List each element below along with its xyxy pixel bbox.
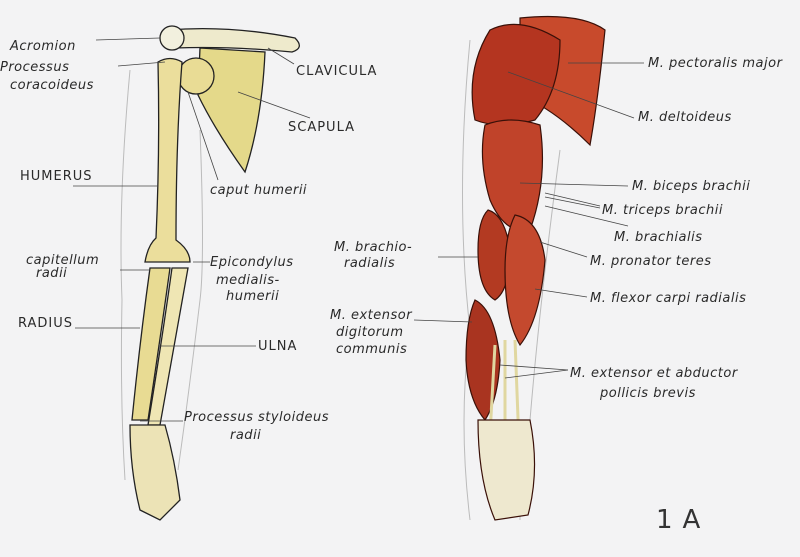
label-epicondylus-2: medialis-	[216, 273, 280, 288]
label-ulna: ULNA	[258, 339, 298, 354]
hand-right	[477, 419, 536, 521]
skeleton-arm	[120, 25, 300, 521]
humeral-head	[177, 57, 215, 95]
page-number: 1A	[656, 505, 711, 535]
label-extensor-pollicis-1: M. extensor et abductor	[570, 366, 738, 381]
label-humerus: HUMERUS	[20, 169, 93, 184]
humerus	[144, 57, 191, 263]
label-processus-coracoideus-2: coracoideus	[10, 78, 94, 93]
label-triceps: M. triceps brachii	[602, 203, 724, 218]
label-caput-humerii: caput humerii	[210, 183, 308, 198]
label-biceps: M. biceps brachii	[632, 179, 751, 194]
label-brachialis: M. brachialis	[614, 230, 703, 245]
label-brachioradialis-2: radialis	[344, 256, 396, 271]
arm-outline	[120, 69, 203, 481]
label-capitellum-1: capitellum	[26, 253, 100, 268]
forearm-flexors	[504, 214, 546, 347]
label-pectoralis-major: M. pectoralis major	[648, 56, 783, 71]
label-scapula: SCAPULA	[288, 120, 356, 135]
leader-lines	[73, 37, 644, 422]
label-flexor-carpi-radialis: M. flexor carpi radialis	[590, 291, 747, 306]
label-epicondylus-1: Epicondylus	[210, 255, 294, 270]
label-brachioradialis-1: M. brachio-	[334, 240, 413, 255]
label-capitellum-2: radii	[36, 266, 68, 281]
label-extensor-digitorum-1: M. extensor	[330, 308, 413, 323]
label-extensor-digitorum-2: digitorum	[336, 325, 404, 340]
acromion	[159, 25, 185, 51]
label-radius: RADIUS	[18, 316, 74, 331]
label-styloideus-1: Processus styloideus	[184, 410, 329, 425]
muscle-arm	[462, 15, 606, 521]
scapula	[197, 47, 266, 174]
label-extensor-pollicis-2: pollicis brevis	[600, 386, 696, 401]
label-processus-coracoideus-1: Processus	[0, 60, 70, 75]
label-pronator-teres: M. pronator teres	[590, 254, 712, 269]
radius	[131, 267, 171, 421]
label-epicondylus-3: humerii	[226, 289, 280, 304]
clavicle	[167, 27, 300, 53]
label-styloideus-2: radii	[230, 428, 262, 443]
brachioradialis	[477, 209, 511, 301]
hand	[129, 424, 181, 521]
label-deltoideus: M. deltoideus	[638, 110, 732, 125]
label-clavicula: CLAVICULA	[296, 64, 378, 79]
label-acromion: Acromion	[10, 39, 76, 54]
label-extensor-digitorum-3: communis	[336, 342, 408, 357]
